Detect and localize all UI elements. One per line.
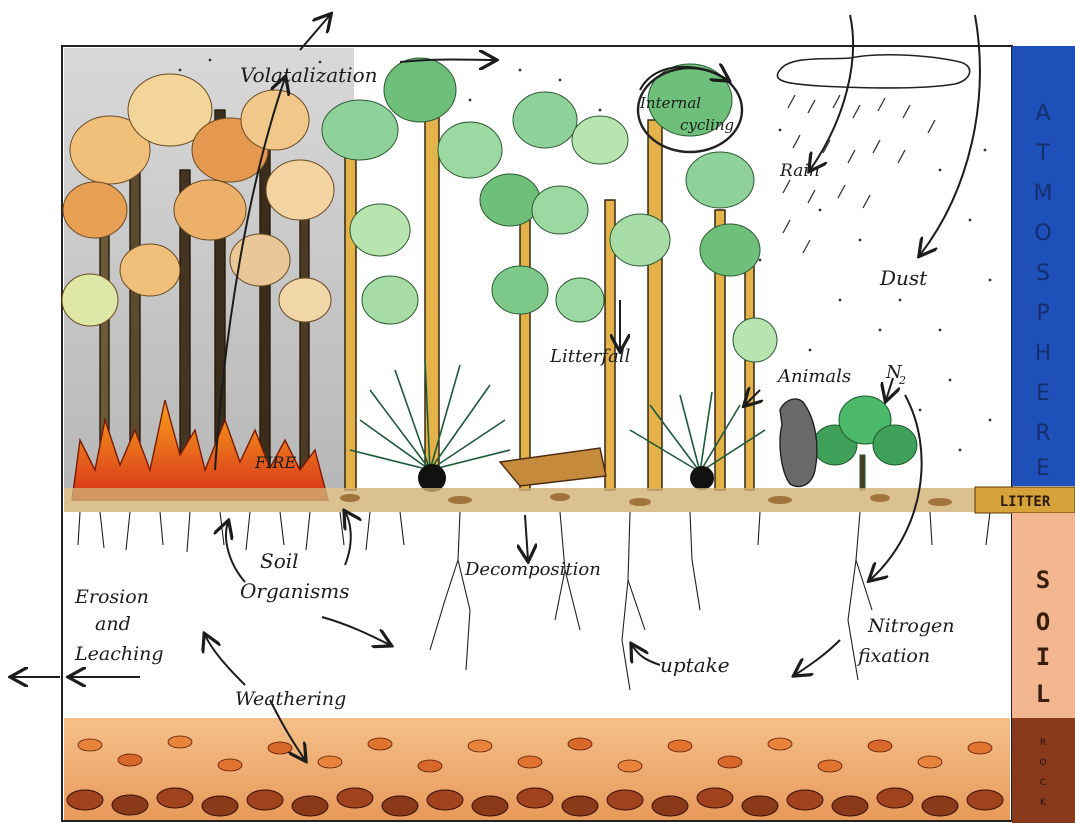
svg-text:E: E: [1036, 381, 1050, 406]
soil-organisms-label-1: Soil: [260, 549, 299, 573]
svg-text:A: A: [1035, 101, 1050, 126]
rain-label: Rain: [779, 161, 820, 181]
svg-text:R: R: [1035, 421, 1050, 446]
volatalization-up-arrow: [300, 15, 330, 50]
internal-cycling-label-2: cycling: [680, 116, 734, 134]
weathering-label: Weathering: [235, 688, 346, 710]
svg-text:H: H: [1035, 341, 1052, 366]
decomposition-label: Decomposition: [464, 559, 601, 580]
svg-text:E: E: [1036, 456, 1050, 481]
internal-cycling-label-1: Internal: [639, 94, 701, 112]
svg-text:C: C: [1040, 778, 1046, 788]
soil-organisms-label-2: Organisms: [240, 579, 349, 603]
svg-text:T: T: [1035, 141, 1050, 166]
svg-text:R: R: [1040, 738, 1046, 748]
svg-text:2: 2: [898, 374, 906, 387]
animals-label: Animals: [776, 366, 851, 387]
svg-text:O: O: [1036, 608, 1050, 636]
volatalization-label: Volatalization: [240, 63, 378, 87]
rain-cloud: [777, 55, 969, 88]
litterfall-label: Litterfall: [549, 346, 631, 367]
erosion-label-3: Leaching: [74, 643, 164, 665]
svg-text:M: M: [1034, 181, 1053, 206]
erosion-label-2: and: [95, 613, 131, 635]
nitrogen-fixation-label-2: fixation: [856, 645, 930, 667]
svg-text:S: S: [1036, 261, 1050, 286]
dust-label: Dust: [879, 266, 928, 290]
uptake-label: uptake: [660, 653, 730, 677]
svg-text:I: I: [1036, 643, 1050, 671]
litter-ground: [64, 488, 1010, 512]
svg-text:P: P: [1036, 301, 1049, 326]
erosion-label-1: Erosion: [74, 586, 149, 608]
svg-text:O: O: [1039, 758, 1046, 768]
svg-text:S: S: [1036, 566, 1050, 594]
litter-label: LITTER: [1000, 494, 1051, 510]
nitrogen-fixation-label-1: Nitrogen: [867, 615, 955, 637]
svg-text:O: O: [1034, 221, 1051, 246]
fire-label: FIRE: [254, 453, 296, 472]
svg-text:L: L: [1036, 680, 1050, 708]
